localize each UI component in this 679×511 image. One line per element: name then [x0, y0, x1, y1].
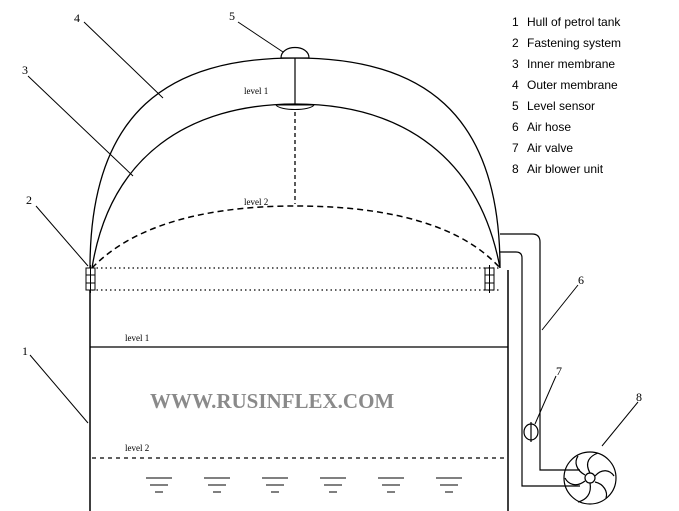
callout-4: 4 — [74, 11, 80, 25]
callout-3: 3 — [22, 63, 28, 77]
legend-text-4: Outer membrane — [527, 78, 618, 92]
air-hose-outer — [500, 233, 580, 471]
legend-num-6: 6 — [512, 120, 519, 134]
legend-text-3: Inner membrane — [527, 57, 615, 71]
legend-num-1: 1 — [512, 15, 519, 29]
air-valve — [523, 422, 539, 442]
legend-num-5: 5 — [512, 99, 519, 113]
air-blower — [563, 451, 617, 505]
callout-6: 6 — [578, 273, 584, 287]
fastening-bolt-right — [484, 265, 495, 293]
membrane-level2-label: level 2 — [244, 197, 268, 207]
level-sensor-float — [275, 104, 315, 110]
air-hose-inner — [500, 251, 580, 487]
level-sensor-cap — [280, 46, 310, 59]
inner-membrane-level1 — [91, 103, 501, 269]
legend-num-7: 7 — [512, 141, 519, 155]
callout-8: 8 — [636, 390, 642, 404]
legend-text-5: Level sensor — [527, 99, 595, 113]
legend-text-7: Air valve — [527, 141, 573, 155]
legend-text-2: Fastening system — [527, 36, 621, 50]
legend-num-3: 3 — [512, 57, 519, 71]
inner-membrane-level2 — [91, 205, 501, 269]
legend-text-6: Air hose — [527, 120, 571, 134]
membrane-level1-label: level 1 — [244, 86, 268, 96]
callout-2: 2 — [26, 193, 32, 207]
leader-lines — [27, 21, 639, 447]
legend-num-8: 8 — [512, 162, 519, 176]
tank-level1-label: level 1 — [125, 333, 149, 343]
legend: 1 Hull of petrol tank 2 Fastening system… — [512, 15, 621, 176]
callout-5: 5 — [229, 9, 235, 23]
tank-hull — [89, 270, 509, 511]
callout-1: 1 — [22, 344, 28, 358]
legend-num-4: 4 — [512, 78, 519, 92]
tank-level2-label: level 2 — [125, 443, 149, 453]
legend-text-8: Air blower unit — [527, 162, 604, 176]
liquid-symbols — [146, 477, 462, 493]
watermark: WWW.RUSINFLEX.COM — [150, 389, 394, 413]
legend-num-2: 2 — [512, 36, 519, 50]
callout-7: 7 — [556, 364, 562, 378]
legend-text-1: Hull of petrol tank — [527, 15, 621, 29]
fastening-bolt-left — [85, 265, 96, 293]
